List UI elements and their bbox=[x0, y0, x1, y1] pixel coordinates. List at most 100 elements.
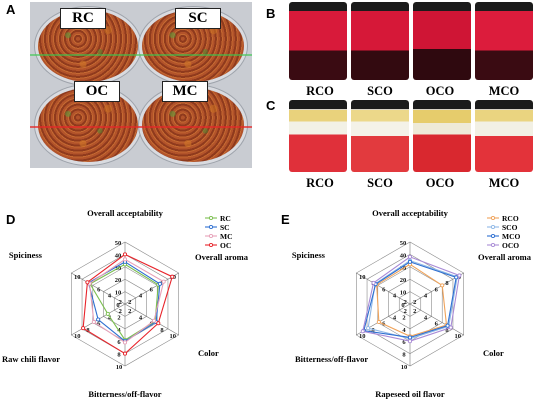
data-point-mco bbox=[407, 335, 413, 340]
radar-chart-d: 0102030405024681024681024681024681024681… bbox=[2, 208, 249, 399]
jar-label-rco: RCO bbox=[306, 84, 334, 98]
legend-label-sc: SC bbox=[220, 223, 230, 232]
jar-label-sco: SCO bbox=[367, 176, 393, 190]
tick-label: 20 bbox=[400, 277, 407, 284]
tick-label: 2 bbox=[404, 299, 407, 306]
tick-label: 6 bbox=[402, 339, 406, 346]
data-point-mc bbox=[151, 318, 157, 323]
tick-label: 2 bbox=[413, 308, 416, 315]
tick-label: 40 bbox=[400, 252, 407, 259]
data-point-oco bbox=[407, 254, 413, 259]
tick-label: 8 bbox=[86, 327, 90, 334]
data-point-oc bbox=[170, 274, 175, 279]
tick-label: 0 bbox=[401, 302, 404, 309]
tag-rc: RC bbox=[60, 8, 106, 29]
guide-line bbox=[30, 54, 252, 56]
jar-label-oco: OCO bbox=[425, 176, 455, 190]
data-point-oco bbox=[457, 273, 462, 278]
legend-label-oc: OC bbox=[220, 241, 231, 250]
legend-marker bbox=[490, 215, 496, 221]
radar-chart-e: 0102030405024681024681024681024681024681… bbox=[292, 208, 532, 399]
tick-label: 6 bbox=[97, 286, 101, 293]
axis-label-overall-acceptability: Overall acceptability bbox=[372, 208, 449, 218]
axis-label-spiciness: Spiciness bbox=[9, 250, 43, 260]
legend-label-oco: OCO bbox=[502, 241, 519, 250]
tick-label: 10 bbox=[359, 333, 366, 340]
jar-label-mco: MCO bbox=[488, 176, 520, 190]
legend-label-rc: RC bbox=[220, 214, 231, 223]
tick-label: 8 bbox=[117, 352, 121, 359]
legend-marker bbox=[208, 242, 214, 248]
tick-label: 6 bbox=[382, 286, 386, 293]
axis-spoke bbox=[124, 272, 179, 305]
tick-label: 10 bbox=[401, 364, 408, 371]
tick-label: 2 bbox=[117, 314, 120, 321]
data-point-mc bbox=[91, 319, 96, 325]
data-point-sc bbox=[96, 317, 101, 322]
tick-label: 2 bbox=[402, 314, 405, 321]
jar-sco bbox=[351, 2, 409, 80]
data-point-oco bbox=[448, 325, 453, 330]
tick-label: 4 bbox=[139, 293, 143, 300]
axis-label-rapeseed-oil-flavor: Rapeseed oil flavor bbox=[375, 389, 445, 399]
tick-label: 4 bbox=[108, 293, 112, 300]
data-point-oc bbox=[122, 351, 128, 356]
jar-sco bbox=[351, 100, 409, 172]
jar-label-oco: OCO bbox=[425, 84, 455, 98]
axis-spoke bbox=[409, 303, 464, 336]
tick-label: 2 bbox=[119, 299, 122, 306]
jar-rco bbox=[289, 100, 347, 172]
tag-mc: MC bbox=[162, 81, 208, 102]
legend-label-rco: RCO bbox=[502, 214, 519, 223]
data-point-sco bbox=[366, 326, 371, 331]
data-point-rco bbox=[440, 283, 445, 288]
photo-a-chili-samples: RC SC OC MC bbox=[30, 2, 252, 168]
jar-label-sco: SCO bbox=[367, 84, 393, 98]
legend-marker bbox=[490, 224, 496, 230]
tick-label: 0 bbox=[116, 302, 119, 309]
data-point-oc bbox=[156, 321, 161, 326]
tag-sc: SC bbox=[175, 8, 221, 29]
panel-d-label: D bbox=[6, 212, 16, 227]
legend-label-mc: MC bbox=[220, 232, 233, 241]
data-point-oco bbox=[371, 280, 376, 285]
data-point-mco bbox=[445, 323, 450, 328]
data-point-mc bbox=[122, 340, 128, 345]
tick-label: 2 bbox=[128, 308, 131, 315]
photo-c-jars bbox=[285, 100, 535, 174]
tick-label: 10 bbox=[169, 333, 176, 340]
tick-label: 4 bbox=[424, 314, 428, 321]
jar-oco bbox=[413, 2, 471, 80]
data-point-rc bbox=[105, 311, 110, 316]
axis-label-overall-aroma: Overall aroma bbox=[195, 252, 249, 262]
tick-label: 4 bbox=[117, 327, 121, 334]
tick-label: 6 bbox=[435, 321, 439, 328]
tick-label: 4 bbox=[393, 293, 397, 300]
legend-marker bbox=[208, 215, 214, 221]
tick-label: 2 bbox=[404, 308, 407, 315]
axis-label-raw-chili-flavor: Raw chili flavor bbox=[2, 354, 60, 364]
tick-label: 2 bbox=[413, 299, 416, 306]
data-point-oco bbox=[360, 329, 365, 334]
data-point-oc bbox=[122, 252, 128, 257]
tick-label: 8 bbox=[371, 327, 375, 334]
legend-label-sco: SCO bbox=[502, 223, 518, 232]
tick-label: 10 bbox=[74, 333, 81, 340]
tick-label: 2 bbox=[128, 299, 131, 306]
axis-label-color: Color bbox=[198, 348, 219, 358]
data-point-rco bbox=[376, 319, 381, 325]
tick-label: 8 bbox=[402, 352, 406, 359]
data-point-mco bbox=[407, 259, 413, 264]
axis-spoke bbox=[71, 272, 126, 305]
tick-label: 8 bbox=[160, 327, 164, 334]
data-point-mco bbox=[454, 275, 459, 280]
tick-label: 10 bbox=[400, 290, 407, 297]
tick-label: 10 bbox=[359, 274, 366, 281]
axis-label-spiciness: Spiciness bbox=[292, 250, 326, 260]
panel-c-label: C bbox=[266, 98, 276, 113]
axis-spoke bbox=[124, 303, 179, 336]
tick-label: 10 bbox=[454, 333, 461, 340]
data-point-mc bbox=[122, 257, 128, 262]
data-point-oc bbox=[81, 326, 86, 331]
jar-mco bbox=[475, 2, 533, 80]
